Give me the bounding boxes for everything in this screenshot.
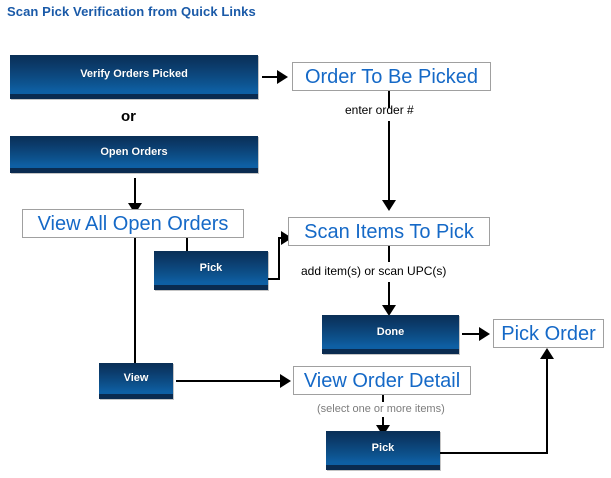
connector-order-down-arrowhead — [382, 200, 396, 211]
connector-picklower-up-line — [546, 358, 548, 454]
connector-scan-down-segment-a — [388, 246, 390, 262]
view-button[interactable]: View — [99, 363, 173, 399]
view-label: View — [123, 372, 149, 384]
view-order-detail-link[interactable]: View Order Detail — [293, 366, 471, 395]
pick-order-label: Pick Order — [501, 322, 596, 345]
connector-order-down-segment-b — [388, 121, 390, 203]
connector-pick-elbow-vertical — [278, 238, 280, 280]
connector-order-down-segment-a — [388, 91, 390, 108]
page-title: Scan Pick Verification from Quick Links — [7, 4, 256, 19]
connector-scan-down-segment-b — [388, 282, 390, 312]
connector-pick-elbow-bottom — [268, 278, 280, 280]
connector-verify-to-order-arrowhead — [277, 70, 288, 84]
view-all-open-orders-label: View All Open Orders — [37, 212, 229, 235]
connector-detail-down-segment-b — [382, 417, 384, 432]
connector-detail-down-segment-a — [382, 395, 384, 402]
connector-openorders-down-line — [134, 178, 136, 210]
connector-picklower-to-pickorder-arrowhead — [540, 348, 554, 359]
connector-pick-to-scan-arrowhead — [281, 231, 292, 245]
connector-picklower-right-line — [440, 452, 548, 454]
or-caption: or — [121, 108, 136, 125]
select-one-or-more-items-caption: (select one or more items) — [317, 403, 445, 415]
scan-items-to-pick-link[interactable]: Scan Items To Pick — [288, 217, 490, 246]
connector-view-to-detail-arrowhead — [280, 374, 291, 388]
view-all-open-orders-link[interactable]: View All Open Orders — [22, 209, 244, 238]
pick-upper-button[interactable]: Pick — [154, 251, 268, 290]
connector-viewall-to-pick-line — [186, 238, 188, 251]
open-orders-button[interactable]: Open Orders — [10, 136, 258, 173]
open-orders-label: Open Orders — [100, 145, 168, 158]
connector-verify-to-order-line — [262, 76, 284, 78]
connector-done-to-pickorder-line — [462, 333, 487, 335]
enter-order-number-caption: enter order # — [345, 103, 414, 117]
verify-orders-picked-button[interactable]: Verify Orders Picked — [10, 55, 258, 99]
connector-scan-down-arrowhead — [382, 305, 396, 316]
connector-done-to-pickorder-arrowhead — [479, 327, 490, 341]
pick-order-link[interactable]: Pick Order — [493, 319, 604, 348]
verify-orders-picked-label: Verify Orders Picked — [80, 68, 188, 80]
pick-lower-button[interactable]: Pick — [326, 431, 440, 470]
add-items-or-scan-upcs-caption: add item(s) or scan UPC(s) — [301, 264, 447, 278]
pick-lower-label: Pick — [371, 441, 395, 454]
order-to-be-picked-link[interactable]: Order To Be Picked — [292, 62, 491, 91]
done-label: Done — [376, 325, 405, 338]
order-to-be-picked-label: Order To Be Picked — [304, 65, 479, 88]
scan-items-to-pick-label: Scan Items To Pick — [304, 220, 474, 243]
connector-detail-down-arrowhead — [376, 425, 390, 436]
view-order-detail-label: View Order Detail — [303, 369, 461, 392]
done-button[interactable]: Done — [322, 315, 459, 354]
connector-viewall-to-view-line — [134, 238, 136, 363]
pick-upper-label: Pick — [199, 261, 223, 274]
connector-openorders-down-arrowhead — [128, 203, 142, 214]
connector-view-to-detail-line — [176, 380, 284, 382]
